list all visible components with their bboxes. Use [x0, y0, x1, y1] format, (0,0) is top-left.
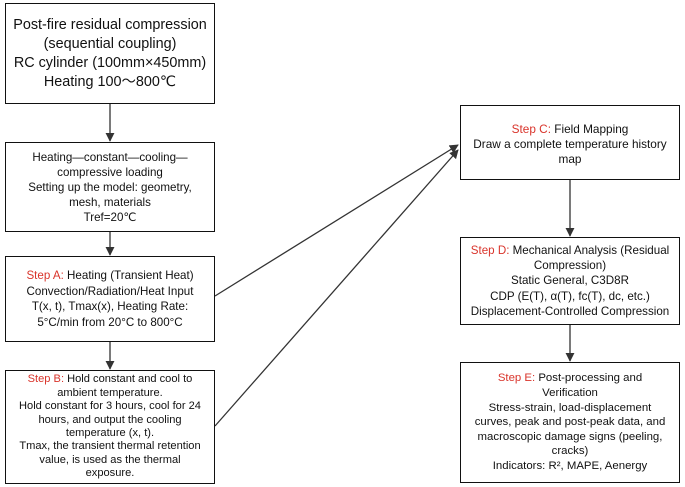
box3-line: 5°C/min from 20°C to 800°C	[37, 315, 183, 329]
box1-line: Post-fire residual compression	[13, 16, 207, 33]
box4-line: ambient temperature.	[57, 386, 163, 399]
box7-line: Post-processing and	[535, 372, 643, 385]
box5-line: Field Mapping	[550, 122, 629, 136]
box4-line: Hold constant and cool to	[64, 373, 193, 386]
box4-line: value, is used as the thermal	[39, 453, 181, 466]
box-step-b-hold-cool: Step B: Hold constant and cool to ambien…	[5, 370, 215, 484]
box2-line: Setting up the model: geometry,	[28, 180, 192, 194]
box4-line: exposure.	[85, 467, 135, 480]
box7-line: cracks)	[551, 445, 589, 458]
box3-line: Convection/Radiation/Heat Input	[26, 284, 194, 298]
step-e-label: Step E:	[497, 372, 536, 385]
box-step-a-heating: Step A: Heating (Transient Heat) Convect…	[5, 256, 215, 342]
step-a-label: Step A:	[26, 269, 64, 282]
box4-line: temperature (x, t).	[65, 427, 155, 439]
box1-line: (sequential coupling)	[43, 35, 177, 52]
box1-line: Heating 100～800℃	[43, 73, 177, 90]
box-step-e-post-processing: Step E: Post-processing and Verification…	[460, 362, 680, 483]
box-post-fire-residual-compression: Post-fire residual compression (sequenti…	[5, 3, 215, 104]
box-step-d-mechanical-analysis: Step D: Mechanical Analysis (Residual Co…	[460, 237, 680, 325]
box-model-setup: Heating—constant—cooling— compressive lo…	[5, 142, 215, 232]
box5-line: Draw a complete temperature history	[473, 137, 667, 151]
box5-line: map	[558, 152, 582, 166]
arrow-step-a-to-step-c	[214, 144, 459, 297]
step-b-label: Step B:	[27, 373, 65, 386]
box4-line: Tmax, the transient thermal retention	[19, 440, 201, 453]
box4-line: Hold constant for 3 hours, cool for 24	[19, 400, 201, 413]
box2-line: Tref=20℃	[83, 210, 137, 224]
box7-line: Stress-strain, load-displacement	[488, 401, 652, 414]
box3-line: T(x, t), Tmax(x), Heating Rate:	[31, 300, 189, 313]
box2-line: mesh, materials	[69, 195, 151, 209]
box7-line: Indicators: R², MAPE, Aenergy	[492, 459, 648, 472]
box6-line: Static General, C3D8R	[511, 274, 629, 288]
box7-line: curves, peak and post-peak data, and	[474, 416, 666, 429]
box6-line: Mechanical Analysis (Residual	[509, 243, 670, 257]
box6-line: Displacement-Controlled Compression	[470, 304, 670, 318]
step-d-label: Step D:	[470, 243, 510, 257]
box7-line: Verification	[542, 387, 598, 400]
arrow-step-b-to-step-c	[214, 149, 459, 427]
box2-line: compressive loading	[57, 165, 163, 179]
box-step-c-field-mapping: Step C: Field Mapping Draw a complete te…	[460, 105, 680, 180]
box2-line: Heating—constant—cooling—	[32, 150, 188, 164]
box6-line: Compression)	[533, 259, 607, 273]
box7-line: macroscopic damage signs (peeling,	[477, 430, 663, 443]
box3-line: Heating (Transient Heat)	[63, 269, 194, 282]
box4-line: hours, and output the cooling	[38, 413, 182, 426]
box1-line: RC cylinder (100mm×450mm)	[13, 54, 207, 71]
box6-line: CDP (E(T), α(T), fc(T), dc, etc.)	[490, 289, 650, 303]
step-c-label: Step C:	[511, 122, 551, 136]
